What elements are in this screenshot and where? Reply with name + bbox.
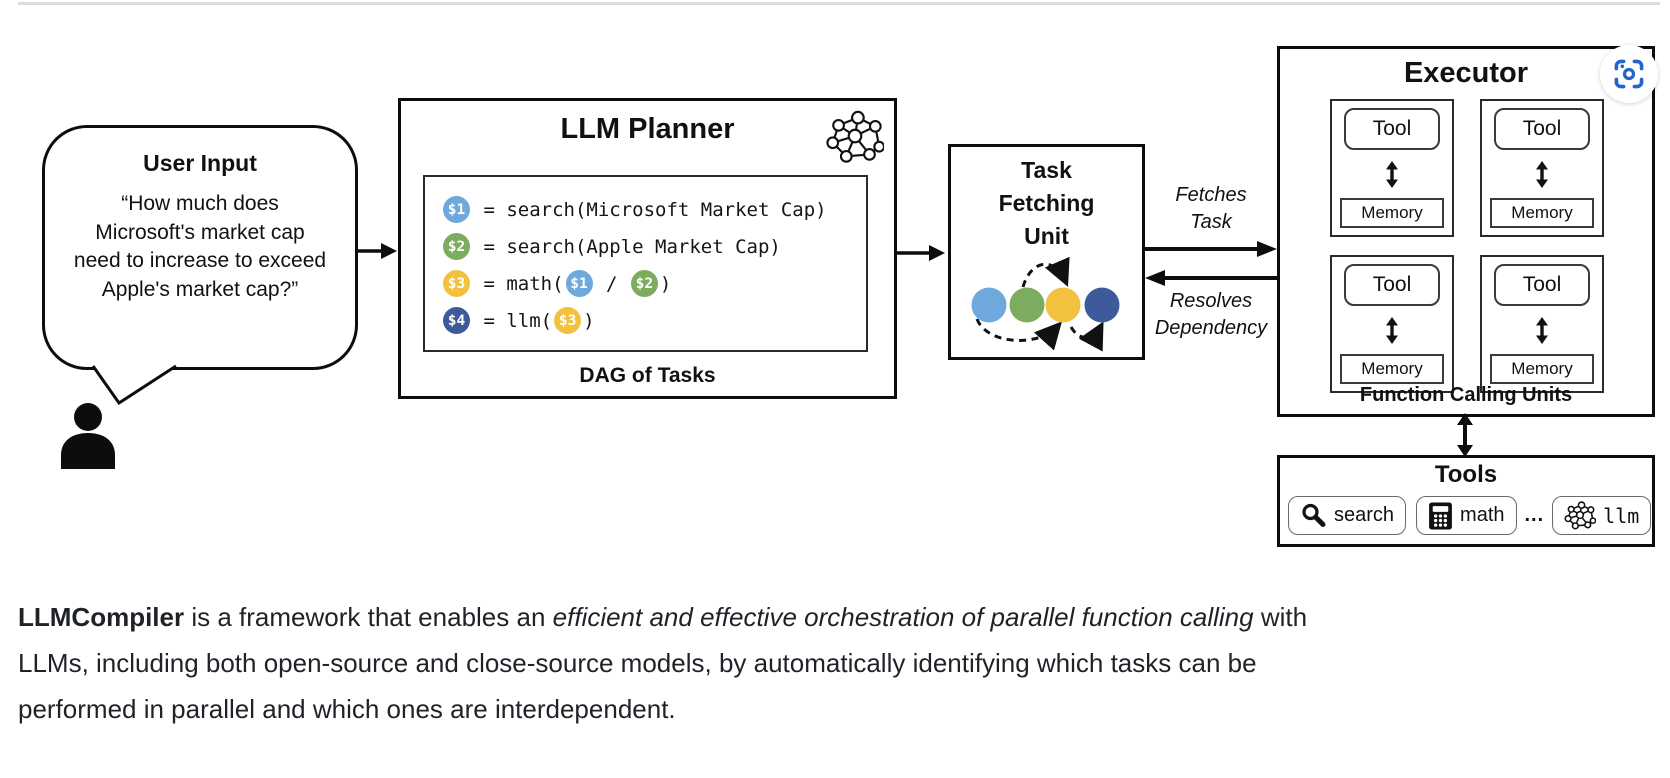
executor-title: Executor — [1403, 57, 1529, 89]
tool-box: Tool — [1494, 264, 1590, 306]
code-text: = math( — [472, 272, 564, 295]
tool-box: Tool — [1344, 264, 1440, 306]
code-text: = llm( — [472, 309, 553, 332]
tool-box: Tool — [1494, 108, 1590, 150]
code-text: ) — [583, 309, 595, 332]
fetches-task-arrow — [1145, 241, 1277, 257]
tfu-title: Task Fetching Unit — [998, 157, 1095, 249]
screenshot-icon — [1614, 59, 1644, 89]
tools-box: Tools search math... llm — [1277, 455, 1655, 547]
memory-box: Memory — [1340, 354, 1444, 384]
paragraph-segment: efficient and effective orchestration of… — [552, 602, 1254, 632]
task-node-circle — [971, 287, 1007, 323]
tool-chip-math: math — [1416, 496, 1517, 535]
resolves-dependency-arrow — [1145, 270, 1277, 286]
user-person-icon — [61, 403, 115, 469]
tool-chip-label: llm — [1603, 503, 1640, 528]
task-fetching-unit-box: Task Fetching Unit — [948, 144, 1145, 360]
tools-ellipsis: ... — [1524, 504, 1545, 526]
paragraph-segment: LLMCompiler — [18, 602, 185, 632]
arrow-executor-tools — [1457, 413, 1473, 457]
task-chip: $1 — [443, 196, 470, 223]
fetches-task-label: Fetches Task — [1175, 184, 1247, 233]
task-node-circle — [1084, 287, 1120, 323]
speech-bubble-tail — [91, 364, 177, 406]
code-text: = search(Microsoft Market Cap) — [472, 198, 827, 221]
tools-title: Tools — [1434, 461, 1498, 488]
llm-planner-title: LLM Planner — [560, 113, 735, 145]
task-chip: $1 — [565, 270, 593, 297]
memory-box: Memory — [1490, 354, 1594, 384]
arrow-user-to-planner — [356, 243, 397, 259]
tool-memory-arrow — [1536, 160, 1548, 188]
task-node-circle — [1009, 287, 1045, 323]
task-chip: $4 — [443, 307, 470, 334]
user-input-bubble: User Input “How much does Microsoft's ma… — [42, 125, 358, 370]
paragraph-segment: performed in parallel and which ones are… — [18, 694, 676, 724]
code-line: $4 = llm($3) — [441, 302, 866, 339]
paragraph-segment: LLMs, including both open-source and clo… — [18, 648, 1257, 678]
neural-network-icon — [1564, 501, 1597, 530]
task-chip: $3 — [554, 307, 582, 334]
tool-chip-search: search — [1288, 496, 1407, 535]
tool-memory-arrow — [1536, 316, 1548, 344]
resolves-dependency-label: Resolves Dependency — [1154, 290, 1268, 339]
code-text: ) — [659, 272, 672, 295]
task-chip: $2 — [630, 270, 658, 297]
tool-chip-llm: llm — [1552, 496, 1652, 535]
tool-chip-label: search — [1334, 504, 1395, 526]
code-line: $2 = search(Apple Market Cap) — [441, 228, 866, 265]
top-divider — [18, 2, 1660, 5]
task-node-circle — [1045, 287, 1081, 323]
code-text: = search(Apple Market Cap) — [472, 235, 781, 258]
task-chip: $3 — [443, 270, 470, 297]
memory-box: Memory — [1490, 198, 1594, 228]
math-calculator-icon — [1429, 502, 1452, 529]
tool-box: Tool — [1344, 108, 1440, 150]
paragraph-segment: with — [1253, 602, 1308, 632]
code-text: / — [594, 272, 629, 295]
tool-chip-label: math — [1460, 504, 1505, 526]
task-chip: $2 — [443, 233, 470, 260]
memory-box: Memory — [1340, 198, 1444, 228]
llm-planner-box: LLM Planner $1 = search(Microsoft Market… — [398, 98, 897, 399]
description-paragraph: LLMCompiler is a framework that enables … — [18, 594, 1578, 732]
code-line: $3 = math($1 / $2) — [441, 265, 866, 302]
tool-chips-row: search math... llm — [1288, 496, 1652, 535]
search-icon — [1302, 503, 1326, 527]
fcu-caption: Function Calling Units — [1359, 384, 1573, 406]
screenshot-button[interactable] — [1600, 45, 1658, 103]
user-input-title: User Input — [143, 150, 257, 176]
user-input-quote: “How much does Microsoft's market cap ne… — [73, 192, 327, 301]
dag-code-box: $1 = search(Microsoft Market Cap)$2 = se… — [423, 175, 868, 352]
arrow-planner-to-tfu — [894, 245, 945, 261]
paragraph-segment: is a framework that enables an — [184, 602, 553, 632]
neural-network-icon — [826, 110, 884, 163]
tool-memory-arrow — [1386, 160, 1398, 188]
code-line: $1 = search(Microsoft Market Cap) — [441, 191, 866, 228]
tfu-task-circles — [971, 256, 1120, 352]
tool-memory-arrow — [1386, 316, 1398, 344]
dag-caption: DAG of Tasks — [579, 364, 716, 387]
